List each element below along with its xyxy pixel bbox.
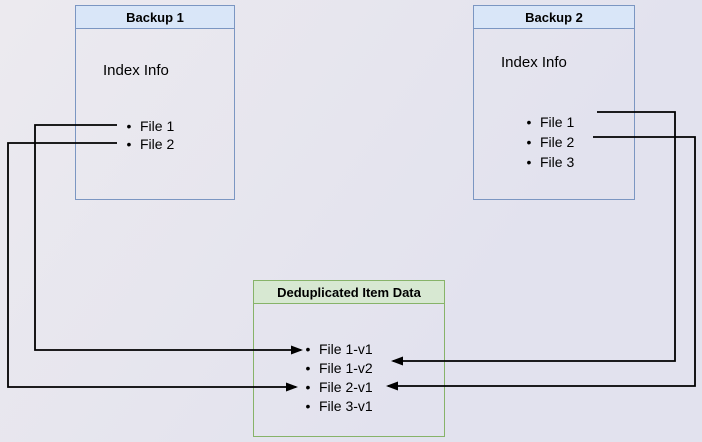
list-item: • File 2-v1	[301, 377, 373, 396]
bullet-icon: •	[526, 154, 532, 170]
list-item: • File 1-v2	[301, 358, 373, 377]
list-item: • File 1-v1	[301, 339, 373, 358]
file-label: File 3	[540, 154, 575, 170]
backup1-file-list: • File 1 • File 2	[122, 117, 175, 153]
file-label: File 2	[540, 134, 575, 150]
backup1-box: Backup 1 Index Info • File 1 • File 2	[75, 5, 235, 200]
dedup-item-label: File 3-v1	[319, 397, 373, 414]
file-label: File 2	[140, 136, 175, 152]
bullet-icon: •	[305, 340, 311, 357]
bullet-icon: •	[305, 378, 311, 395]
dedup-item-list: • File 1-v1 • File 1-v2 • File 2-v1 • Fi…	[301, 339, 373, 415]
bullet-icon: •	[126, 136, 132, 152]
bullet-icon: •	[526, 134, 532, 150]
dedup-box: Deduplicated Item Data • File 1-v1 • Fil…	[253, 280, 445, 437]
backup2-file-list: • File 1 • File 2 • File 3	[522, 112, 575, 172]
file-label: File 1	[140, 118, 175, 134]
backup1-subtitle: Index Info	[103, 62, 169, 79]
bullet-icon: •	[305, 359, 311, 376]
dedup-item-label: File 2-v1	[319, 378, 373, 395]
list-item: • File 2	[522, 132, 575, 152]
dedup-item-label: File 1-v2	[319, 359, 373, 376]
list-item: • File 3	[522, 152, 575, 172]
backup2-box: Backup 2 Index Info • File 1 • File 2 • …	[473, 5, 635, 200]
list-item: • File 1	[122, 117, 175, 135]
backup2-subtitle: Index Info	[501, 54, 567, 71]
bullet-icon: •	[526, 114, 532, 130]
list-item: • File 2	[122, 135, 175, 153]
bullet-icon: •	[126, 118, 132, 134]
dedup-title: Deduplicated Item Data	[254, 281, 444, 304]
bullet-icon: •	[305, 397, 311, 414]
dedup-item-label: File 1-v1	[319, 340, 373, 357]
backup1-title: Backup 1	[76, 6, 234, 29]
list-item: • File 3-v1	[301, 396, 373, 415]
backup2-title: Backup 2	[474, 6, 634, 29]
list-item: • File 1	[522, 112, 575, 132]
file-label: File 1	[540, 114, 575, 130]
